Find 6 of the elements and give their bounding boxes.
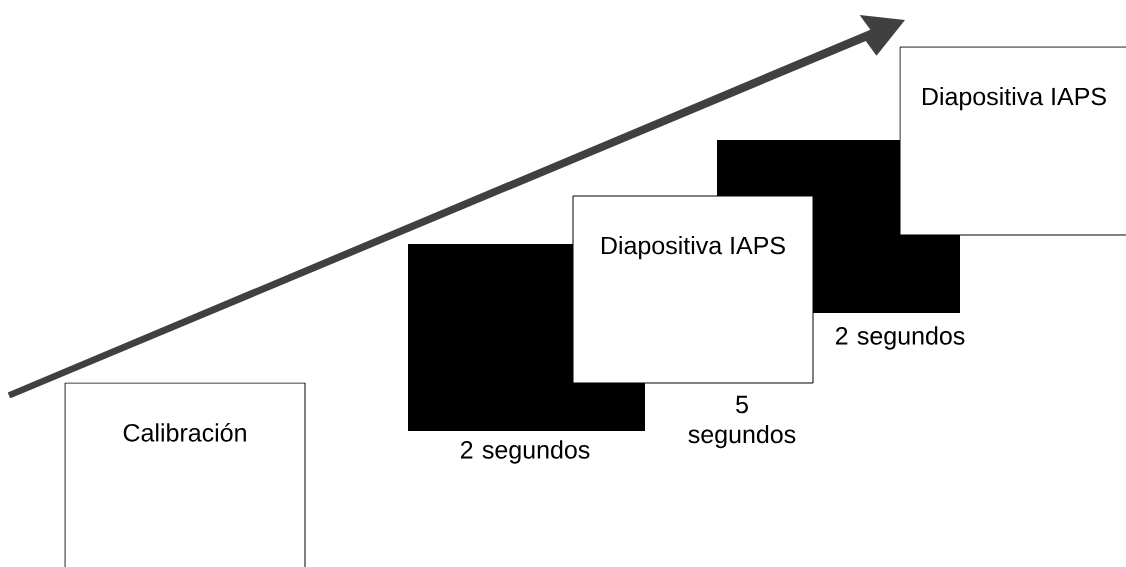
slide-box: Diapositiva IAPS (572, 195, 814, 384)
duration-label: 5 segundos (688, 395, 796, 449)
slide-box: Calibración (64, 382, 306, 567)
slide-box: Diapositiva IAPS (899, 46, 1126, 236)
duration-label: 2 segundos (460, 440, 590, 464)
duration-label: 2 segundos (835, 326, 965, 350)
